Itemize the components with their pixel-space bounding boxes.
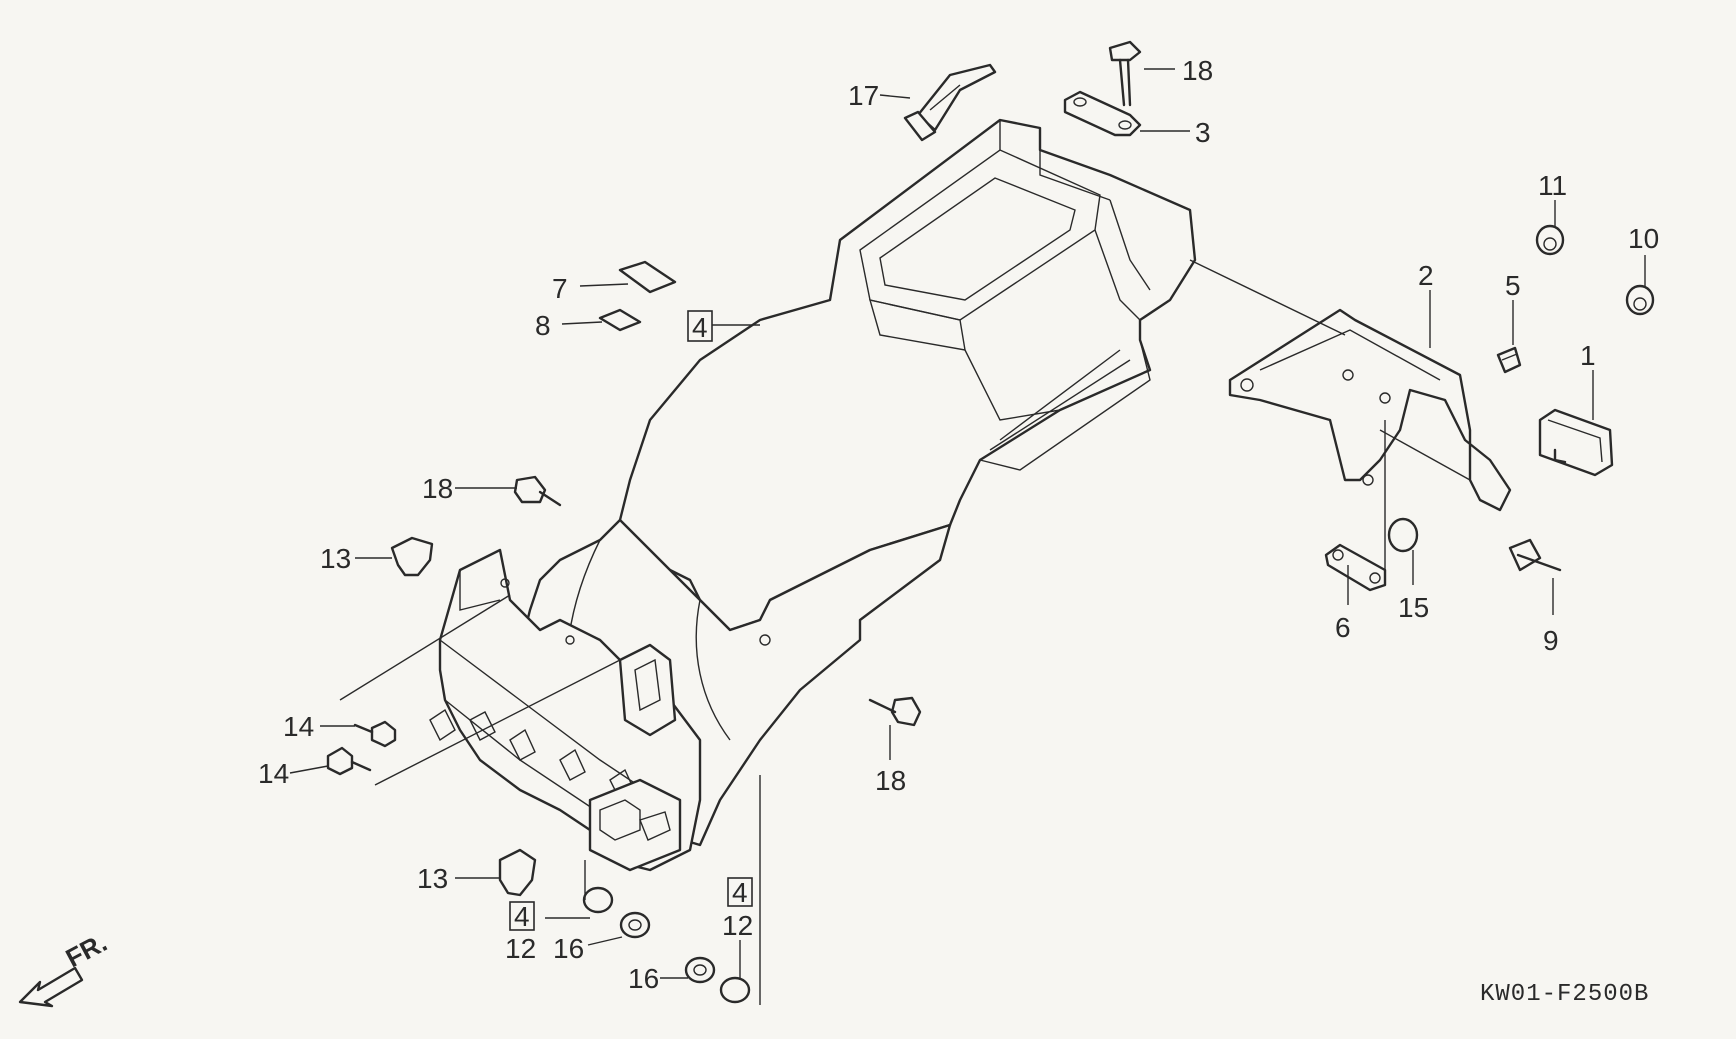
callout-4-box-bottom-left <box>509 901 535 931</box>
callout-15: 15 <box>1398 592 1429 623</box>
leader-lines <box>289 68 1646 1005</box>
callout-8: 8 <box>535 310 551 341</box>
part-14-upper-clip <box>353 720 397 748</box>
callout-6: 6 <box>1335 612 1351 643</box>
part-13-lower-clip <box>498 848 537 897</box>
callout-5: 5 <box>1505 270 1521 301</box>
part-16-nut-left <box>619 911 651 939</box>
rear-fender-assembly <box>429 118 1197 872</box>
front-label: FR. <box>61 927 112 973</box>
callout-18-right: 18 <box>875 765 906 796</box>
diagram-code: KW01-F2500B <box>1480 981 1649 1008</box>
part-17-strap <box>903 63 997 142</box>
callout-2: 2 <box>1418 260 1434 291</box>
callout-14-lower: 14 <box>258 758 289 789</box>
part-1-reflector <box>1538 408 1614 477</box>
callout-4-box-bottom-right <box>727 877 753 907</box>
callout-13-upper: 13 <box>320 543 351 574</box>
part-3-plate <box>1063 90 1142 137</box>
callout-4-top: 4 <box>692 312 708 343</box>
callout-17: 17 <box>848 80 879 111</box>
part-8-label <box>598 308 642 332</box>
part-7-label <box>618 260 677 294</box>
callout-4-box-top <box>687 310 713 342</box>
part-11-grommet <box>1535 224 1565 256</box>
part-18-top-bolt <box>1108 40 1142 107</box>
part-6-plate <box>1324 543 1387 592</box>
part-12-grommet-right <box>719 976 751 1004</box>
callout-12-left: 12 <box>505 933 536 964</box>
callout-14-upper: 14 <box>283 711 314 742</box>
callout-7: 7 <box>552 273 568 304</box>
part-14-lower-clip <box>326 746 372 776</box>
callout-12-right: 12 <box>722 910 753 941</box>
part-18-left-bolt <box>513 475 562 507</box>
callout-18-left: 18 <box>422 473 453 504</box>
callout-3: 3 <box>1195 117 1211 148</box>
callout-16-left: 16 <box>553 933 584 964</box>
callout-1: 1 <box>1580 340 1596 371</box>
callout-16-right: 16 <box>628 963 659 994</box>
callout-11: 11 <box>1538 170 1567 201</box>
front-arrow-icon <box>18 966 84 1008</box>
callout-4-bottom-left: 4 <box>514 901 530 932</box>
callout-labels: 1 2 3 4 4 4 5 6 7 8 9 10 11 12 12 13 13 … <box>258 55 1659 994</box>
part-10-grommet <box>1625 284 1655 316</box>
front-direction-indicator: FR. <box>18 927 112 1008</box>
callout-9: 9 <box>1543 625 1559 656</box>
part-16-nut-right <box>684 956 716 984</box>
callout-18-top: 18 <box>1182 55 1213 86</box>
callout-13-lower: 13 <box>417 863 448 894</box>
callout-10: 10 <box>1628 223 1659 254</box>
part-2-bracket <box>1228 308 1512 512</box>
part-15-collar <box>1387 517 1419 553</box>
part-12-grommet-left <box>582 886 614 914</box>
callout-4-bottom-right: 4 <box>732 877 748 908</box>
part-9-bolt <box>1508 538 1562 572</box>
part-13-upper-clip <box>390 536 434 577</box>
part-5-bolt <box>1496 346 1522 374</box>
part-18-right-bolt <box>868 696 922 727</box>
